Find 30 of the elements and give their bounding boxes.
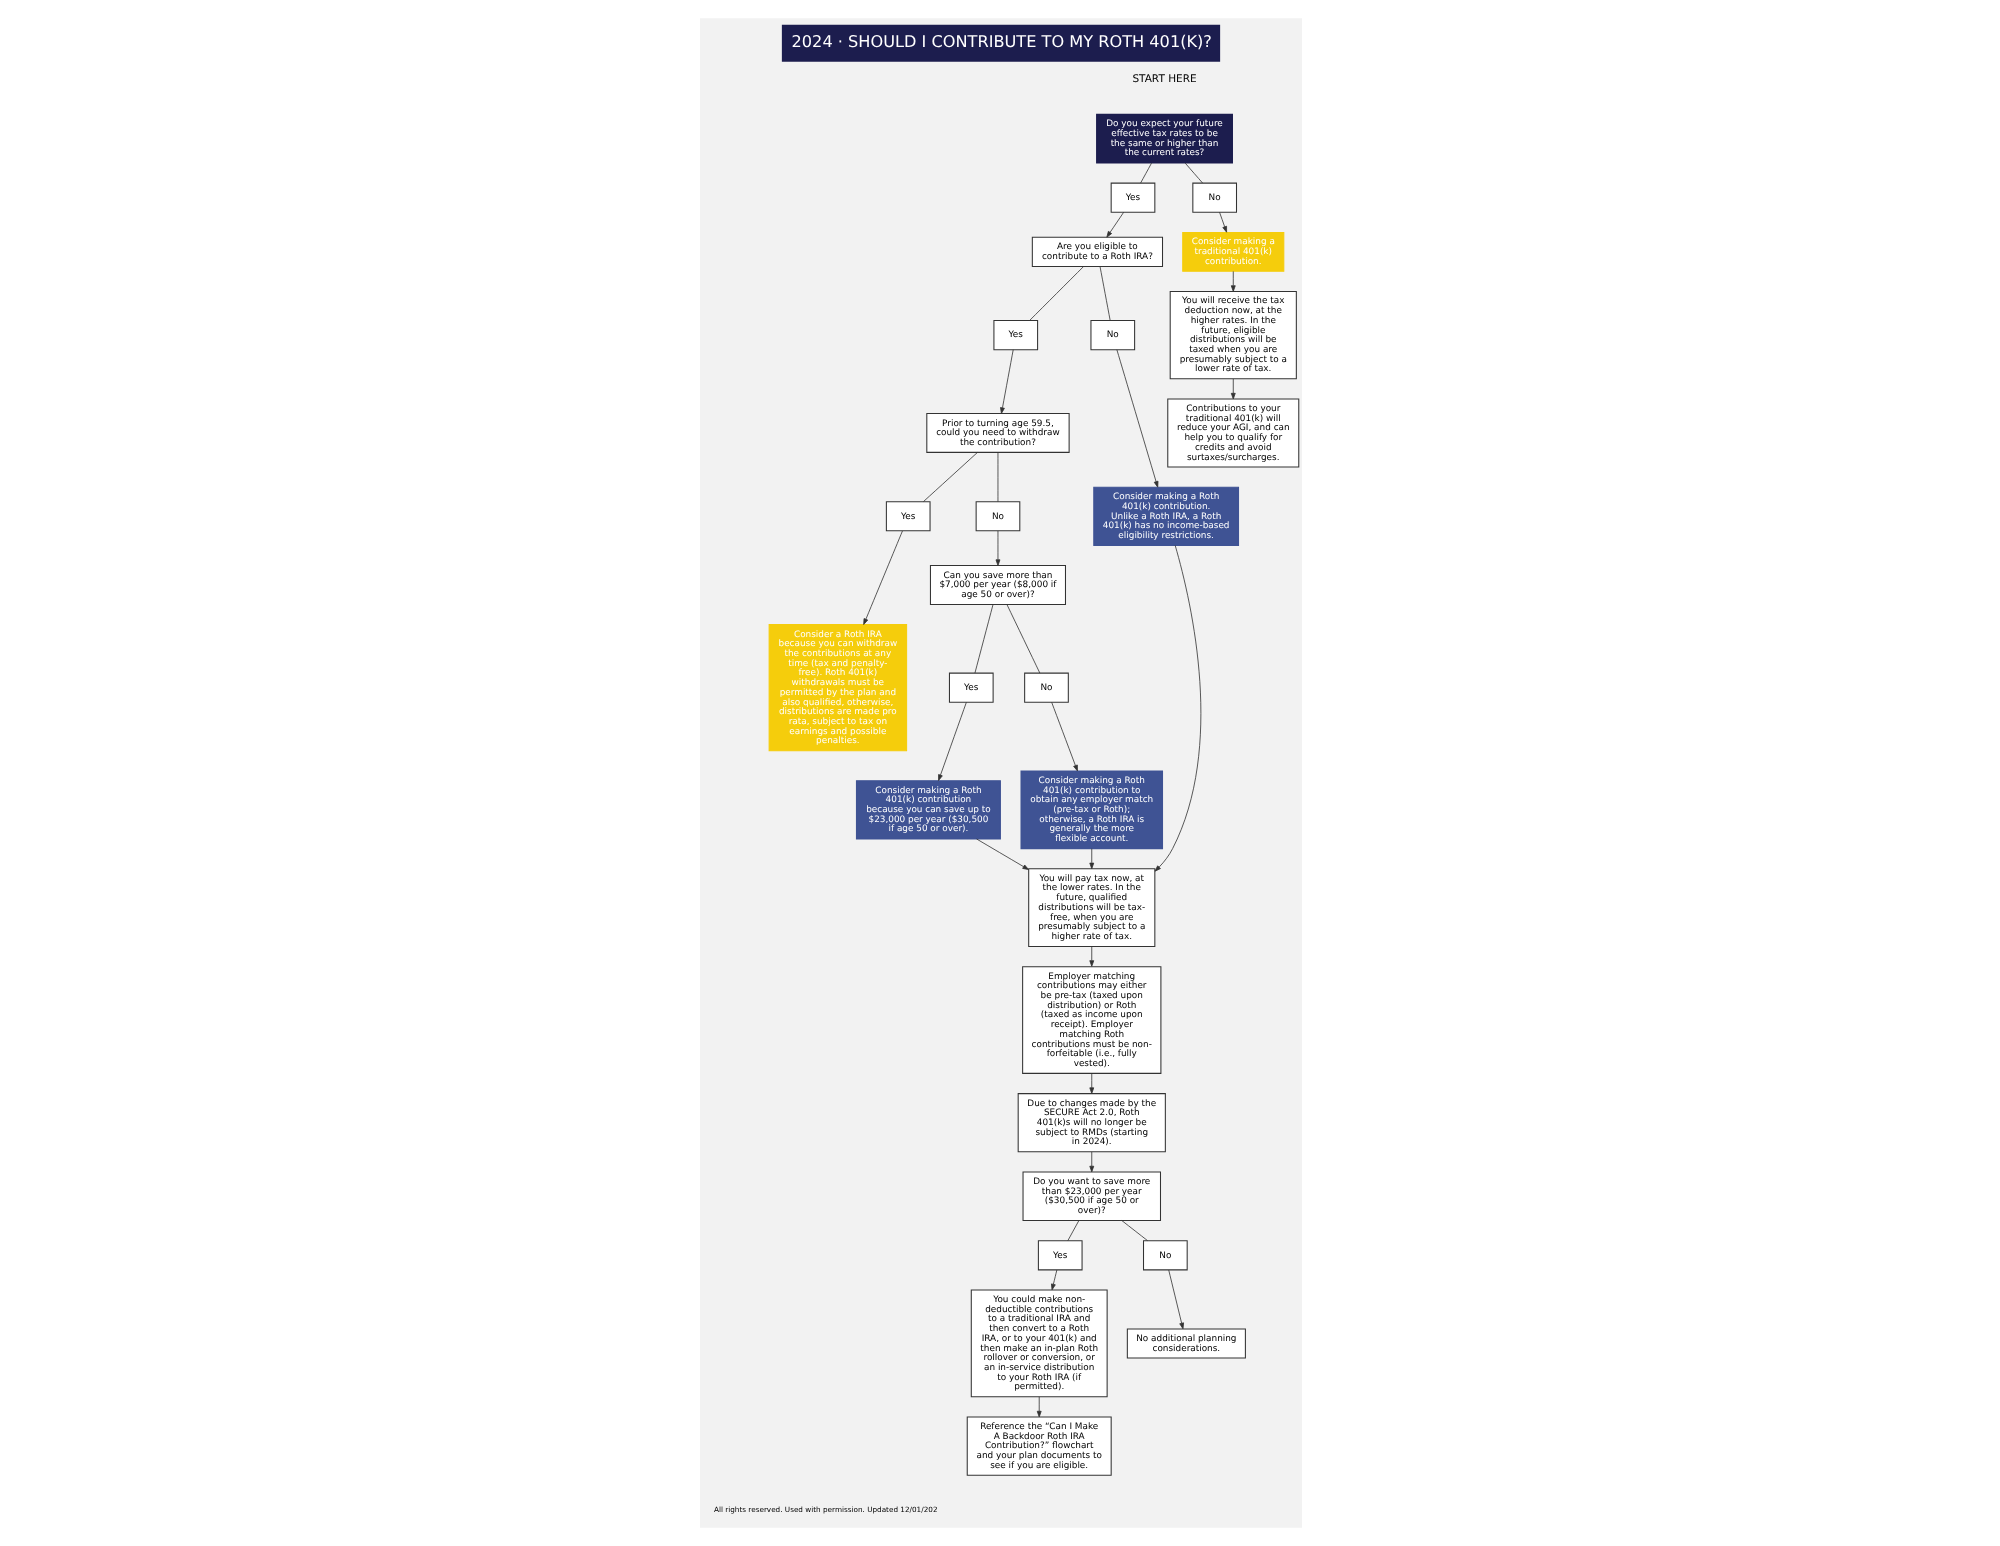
connector <box>996 452 998 503</box>
connector <box>973 604 993 674</box>
arrow <box>994 530 1000 566</box>
connector <box>1005 604 1040 674</box>
arrow <box>1218 211 1226 233</box>
connector <box>1183 162 1203 184</box>
connector <box>1066 1220 1079 1242</box>
arrow <box>1050 1269 1057 1291</box>
arrow <box>1035 1396 1041 1418</box>
diagram-title: 2024 · SHOULD I CONTRIBUTE TO MY ROTH 401(K)? <box>790 31 1211 52</box>
arrow <box>1229 271 1235 292</box>
arrow <box>1050 701 1077 772</box>
connector <box>1028 266 1083 321</box>
arrow <box>1167 1269 1183 1330</box>
connector <box>922 452 977 503</box>
arrow <box>1229 378 1235 400</box>
arrow <box>1088 1073 1094 1094</box>
arrow <box>1153 545 1201 872</box>
arrow <box>862 530 902 625</box>
arrow <box>1088 848 1094 870</box>
connector <box>1120 1220 1147 1242</box>
arrow <box>1105 211 1124 238</box>
arrow <box>1115 349 1158 488</box>
arrow <box>999 349 1013 414</box>
arrow <box>975 838 1028 870</box>
arrow <box>937 701 966 781</box>
connector <box>1139 162 1151 184</box>
arrow <box>1088 1151 1094 1173</box>
arrow <box>1088 946 1094 967</box>
connector <box>1098 266 1110 321</box>
